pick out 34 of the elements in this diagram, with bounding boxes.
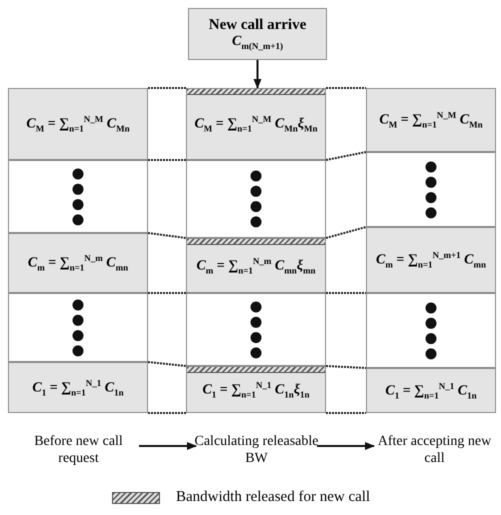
empty-cell bbox=[186, 160, 326, 238]
formula: C$_{m}$ = ∑$_{n=1}$$^{N_m}$ C$_{mn}$ξ$_{mn}$ bbox=[196, 256, 316, 276]
empty-cell bbox=[8, 293, 148, 362]
formula: C$_{m}$ = ∑$_{n=1}$$^{N_m}$ C$_{mn}$ bbox=[28, 253, 128, 273]
arrow bbox=[254, 60, 262, 89]
formula: C$_{M}$ = ∑$_{n=1}$$^{N_M}$ C$_{Mn}$ξ$_{Mn}$ bbox=[194, 114, 318, 134]
formula: C$_{M}$ = ∑$_{n=1}$$^{N_M}$ C$_{Mn}$ bbox=[379, 110, 483, 130]
empty-cell bbox=[8, 160, 148, 233]
formula-cell bbox=[186, 366, 326, 413]
formula: C$_{1}$ = ∑$_{n=1}$$^{N_1}$ C$_{1n}$ξ$_{1n}$ bbox=[202, 380, 310, 400]
process-box bbox=[188, 8, 327, 60]
formula: C$_{m}$ = ∑$_{n=1}$$^{N_m+1}$ C$_{mn}$ bbox=[376, 250, 486, 270]
formula-cell bbox=[366, 227, 496, 293]
formula-cell bbox=[366, 368, 496, 413]
formula: C$_{1}$ = ∑$_{n=1}$$^{N_1}$ C$_{1n}$ bbox=[32, 378, 124, 398]
empty-cell bbox=[186, 293, 326, 366]
empty-cell bbox=[366, 293, 496, 368]
box-title: New call arrive bbox=[208, 17, 306, 34]
formula-cell bbox=[366, 88, 496, 152]
empty-cell bbox=[366, 152, 496, 227]
formula: C$_{m(N_m+1)}$ bbox=[232, 34, 283, 51]
formula: C$_{M}$ = ∑$_{n=1}$$^{N_M}$ C$_{Mn}$ bbox=[26, 114, 130, 134]
stage-caption: After accepting new call bbox=[372, 430, 497, 470]
formula-cell bbox=[8, 233, 148, 293]
stage-caption: Before new call request bbox=[16, 430, 141, 470]
arrow bbox=[317, 442, 375, 450]
formula: C$_{1}$ = ∑$_{n=1}$$^{N_1}$ C$_{1n}$ bbox=[385, 380, 477, 400]
legend-label: Bandwidth released for new call bbox=[176, 489, 370, 506]
formula-cell bbox=[186, 238, 326, 293]
arrow bbox=[139, 442, 197, 450]
formula-cell bbox=[8, 362, 148, 413]
formula-cell bbox=[8, 88, 148, 160]
formula-cell bbox=[186, 88, 326, 160]
stage-caption: Calculating releasable BW bbox=[194, 430, 319, 470]
